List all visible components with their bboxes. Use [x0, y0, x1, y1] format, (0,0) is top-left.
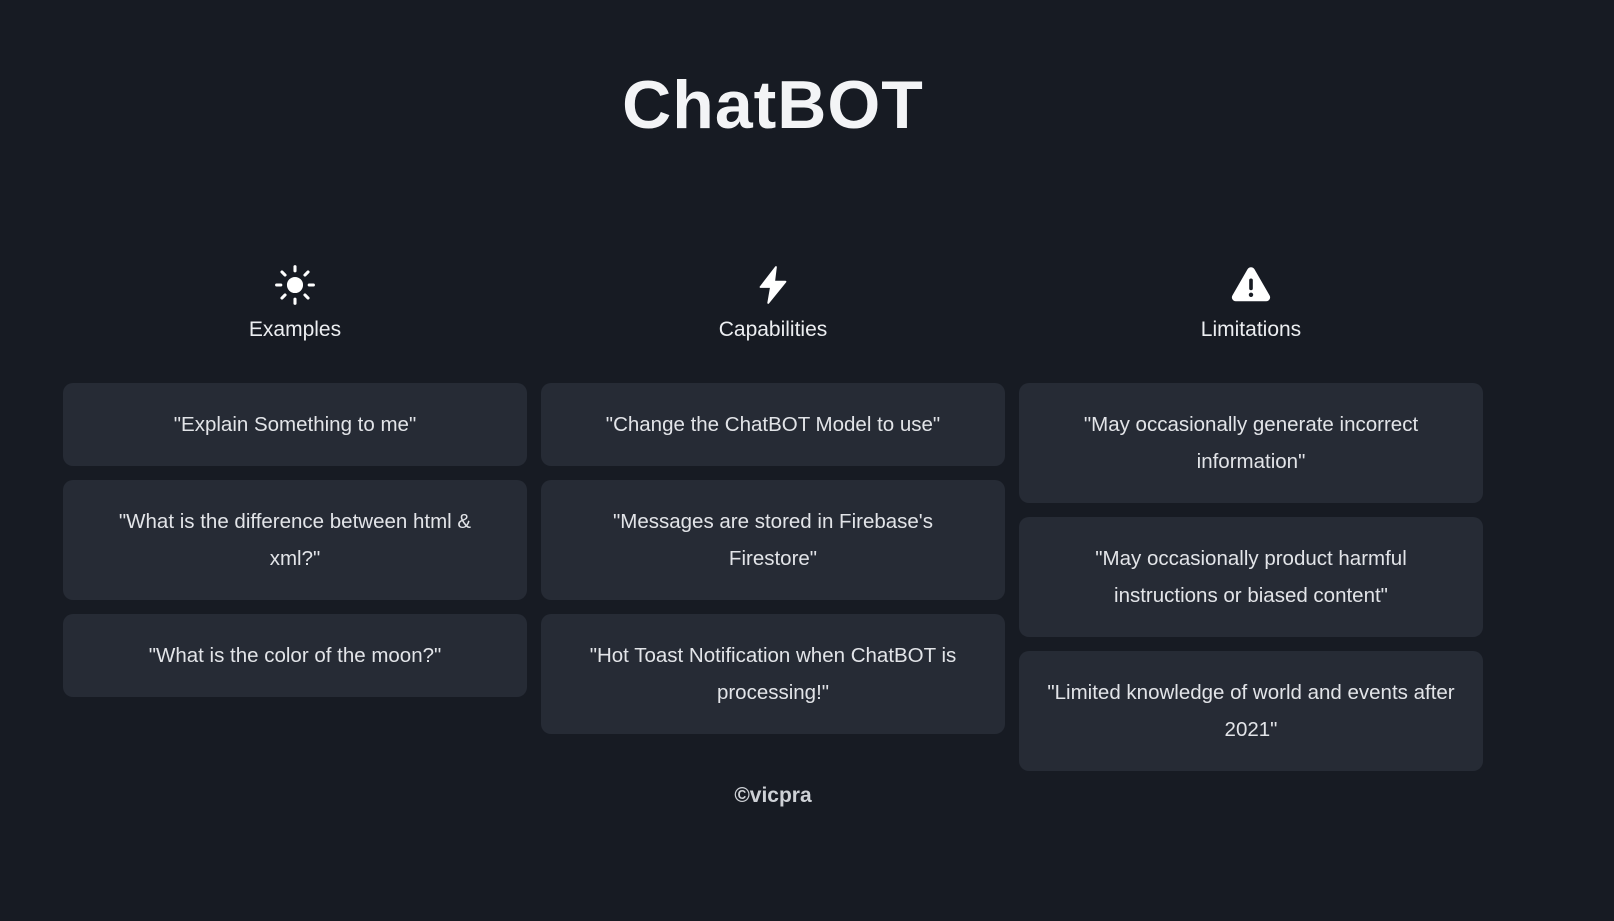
examples-header: Examples [63, 262, 527, 343]
example-prompt-card[interactable]: "Explain Something to me" [63, 383, 527, 467]
examples-column: Examples "Explain Something to me" "What… [63, 262, 527, 698]
limitations-column: Limitations "May occasionally generate i… [1019, 262, 1483, 772]
warning-icon [1228, 262, 1274, 308]
capability-card: "Hot Toast Notification when ChatBOT is … [541, 614, 1005, 735]
capability-card: "Change the ChatBOT Model to use" [541, 383, 1005, 467]
feature-columns: Examples "Explain Something to me" "What… [63, 262, 1483, 772]
capabilities-header: Capabilities [541, 262, 1005, 343]
limitation-card: "Limited knowledge of world and events a… [1019, 651, 1483, 772]
limitation-card: "May occasionally product harmful instru… [1019, 517, 1483, 638]
bolt-icon [750, 262, 796, 308]
page-title: ChatBOT [622, 67, 924, 143]
main-content: ChatBOT [63, 0, 1483, 808]
sun-icon [272, 262, 318, 308]
footer-credit: ©vicpra [734, 784, 812, 808]
example-prompt-card[interactable]: "What is the color of the moon?" [63, 614, 527, 698]
limitations-cards: "May occasionally generate incorrect inf… [1019, 383, 1483, 772]
example-prompt-card[interactable]: "What is the difference between html & x… [63, 480, 527, 601]
capability-card: "Messages are stored in Firebase's Fires… [541, 480, 1005, 601]
limitations-label: Limitations [1200, 318, 1302, 342]
capabilities-column: Capabilities "Change the ChatBOT Model t… [541, 262, 1005, 735]
examples-label: Examples [248, 318, 342, 342]
capabilities-label: Capabilities [718, 318, 828, 342]
limitations-header: Limitations [1019, 262, 1483, 343]
capabilities-cards: "Change the ChatBOT Model to use" "Messa… [541, 383, 1005, 735]
limitation-card: "May occasionally generate incorrect inf… [1019, 383, 1483, 504]
examples-cards: "Explain Something to me" "What is the d… [63, 383, 527, 698]
